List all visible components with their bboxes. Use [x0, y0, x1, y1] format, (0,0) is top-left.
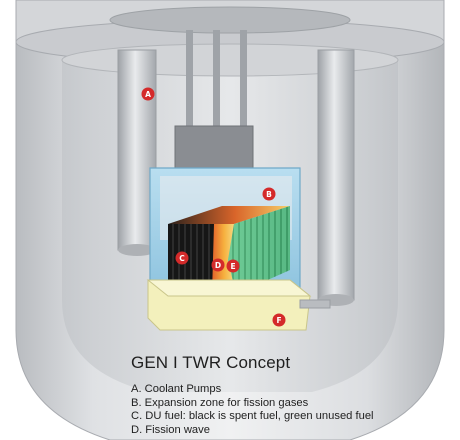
- marker-e: E: [226, 259, 240, 273]
- legend-item-a: A. Coolant Pumps: [131, 383, 222, 395]
- legend-list: A. Coolant Pumps B. Expansion zone for f…: [131, 383, 374, 437]
- svg-text:C: C: [179, 254, 185, 263]
- control-rods: [174, 30, 254, 171]
- marker-d: D: [211, 258, 225, 272]
- svg-text:F: F: [276, 316, 281, 325]
- svg-text:E: E: [230, 262, 235, 271]
- marker-c: C: [175, 251, 189, 265]
- coolant-pump-right: [317, 49, 355, 306]
- svg-text:D: D: [215, 261, 221, 270]
- marker-f: F: [272, 313, 286, 327]
- reactor-base: [146, 279, 331, 331]
- legend-item-b: B. Expansion zone for fission gases: [131, 396, 309, 409]
- fission-wave: [212, 224, 236, 294]
- svg-text:B: B: [266, 190, 272, 199]
- svg-text:A: A: [145, 90, 151, 99]
- diagram-title: GEN I TWR Concept: [131, 353, 291, 372]
- legend-item-d: D. Fission wave: [131, 423, 210, 436]
- legend-item-c: C. DU fuel: black is spent fuel, green u…: [131, 410, 374, 422]
- marker-a: A: [141, 87, 155, 101]
- marker-b: B: [262, 187, 276, 201]
